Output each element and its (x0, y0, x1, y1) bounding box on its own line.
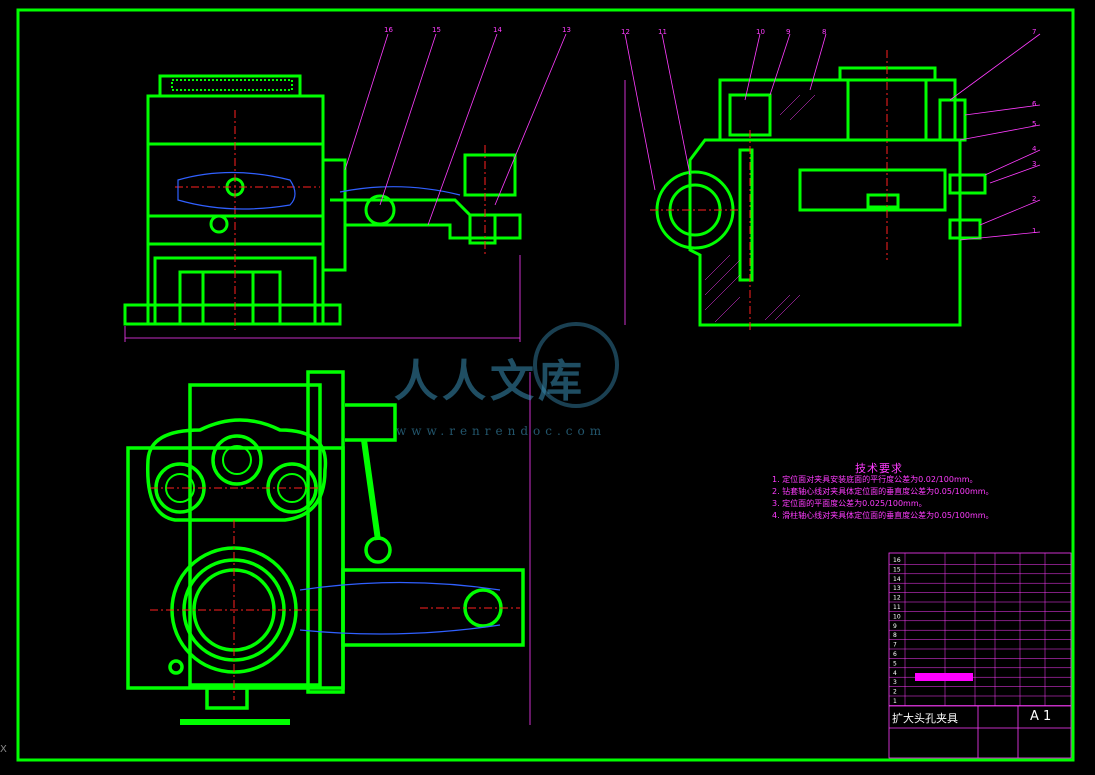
tech-requirement-4: 4. 滑柱轴心线对夹具体定位面的垂直度公差为0.05/100mm。 (772, 511, 994, 520)
sheet-size-label: A 1 (1030, 709, 1052, 724)
tech-requirement-2: 2. 钻套轴心线对夹具体定位面的垂直度公差为0.05/100mm。 (772, 487, 994, 496)
balloon-label: 5 (1032, 120, 1037, 128)
tech-requirement-3: 3. 定位面的平面度公差为0.025/100mm。 (772, 499, 927, 508)
balloon-label: 14 (493, 26, 502, 34)
top-view-centerlines (150, 487, 520, 700)
bom-item-number: 8 (893, 632, 897, 639)
bom-item-number: 5 (893, 660, 897, 667)
bom-item-number: 12 (893, 595, 901, 602)
watermark-text: 人人文库 (394, 356, 586, 407)
balloon-label: 4 (1032, 145, 1037, 153)
front-view-leaders (344, 33, 567, 226)
balloon-label: 1 (1032, 227, 1037, 235)
front-view-dimensions (124, 255, 521, 342)
balloon-label: 3 (1032, 160, 1037, 168)
bom-item-number: 13 (893, 585, 901, 592)
bom-highlight (915, 673, 973, 681)
side-view-leaders (624, 33, 1041, 325)
balloon-label: 6 (1032, 100, 1037, 108)
tech-requirement-1: 1. 定位面对夹具安装底面的平行度公差为0.02/100mm。 (772, 475, 978, 484)
front-view (123, 74, 522, 326)
top-view-hidden (299, 581, 501, 635)
bom-item-number: 1 (893, 698, 897, 705)
title-block (888, 552, 1072, 759)
balloon-label: 12 (621, 28, 630, 36)
bom-item-number: 2 (893, 689, 897, 696)
bom-item-number: 7 (893, 642, 897, 649)
balloon-label: 15 (432, 26, 441, 34)
side-view-centerlines (650, 50, 888, 330)
bom-item-number: 6 (893, 651, 897, 658)
bom-item-number: 4 (893, 670, 897, 677)
balloon-label: 2 (1032, 195, 1037, 203)
bom-item-number: 10 (893, 613, 901, 620)
balloon-label: 8 (822, 28, 827, 36)
bom-table: 16 15 14 13 12 11 10 9 8 7 6 5 4 3 2 1 (889, 553, 1071, 706)
drawing-title: 扩大头孔夹具 (892, 712, 958, 725)
front-view-hidden (177, 171, 461, 210)
tech-requirements-heading: 技术要求 (855, 462, 903, 475)
corner-mark: X (0, 744, 7, 755)
balloon-label: 13 (562, 26, 571, 34)
balloon-label: 9 (786, 28, 791, 36)
balloon-label: 10 (756, 28, 765, 36)
bom-item-number: 11 (893, 604, 901, 611)
bom-item-number: 16 (893, 557, 901, 564)
bom-item-number: 15 (893, 566, 901, 573)
front-view-centerlines (175, 110, 486, 330)
balloon-label: 7 (1032, 28, 1037, 36)
watermark-logo (533, 322, 619, 408)
balloon-label: 16 (384, 26, 393, 34)
bom-item-number: 14 (893, 576, 901, 583)
side-view-hatching (704, 94, 816, 323)
bom-item-number: 9 (893, 623, 897, 630)
watermark-url: www.renrendoc.com (396, 424, 607, 438)
side-view (655, 66, 987, 327)
sheet-border (16, 8, 1075, 762)
bom-item-number: 3 (893, 679, 897, 686)
balloon-label: 11 (658, 28, 667, 36)
